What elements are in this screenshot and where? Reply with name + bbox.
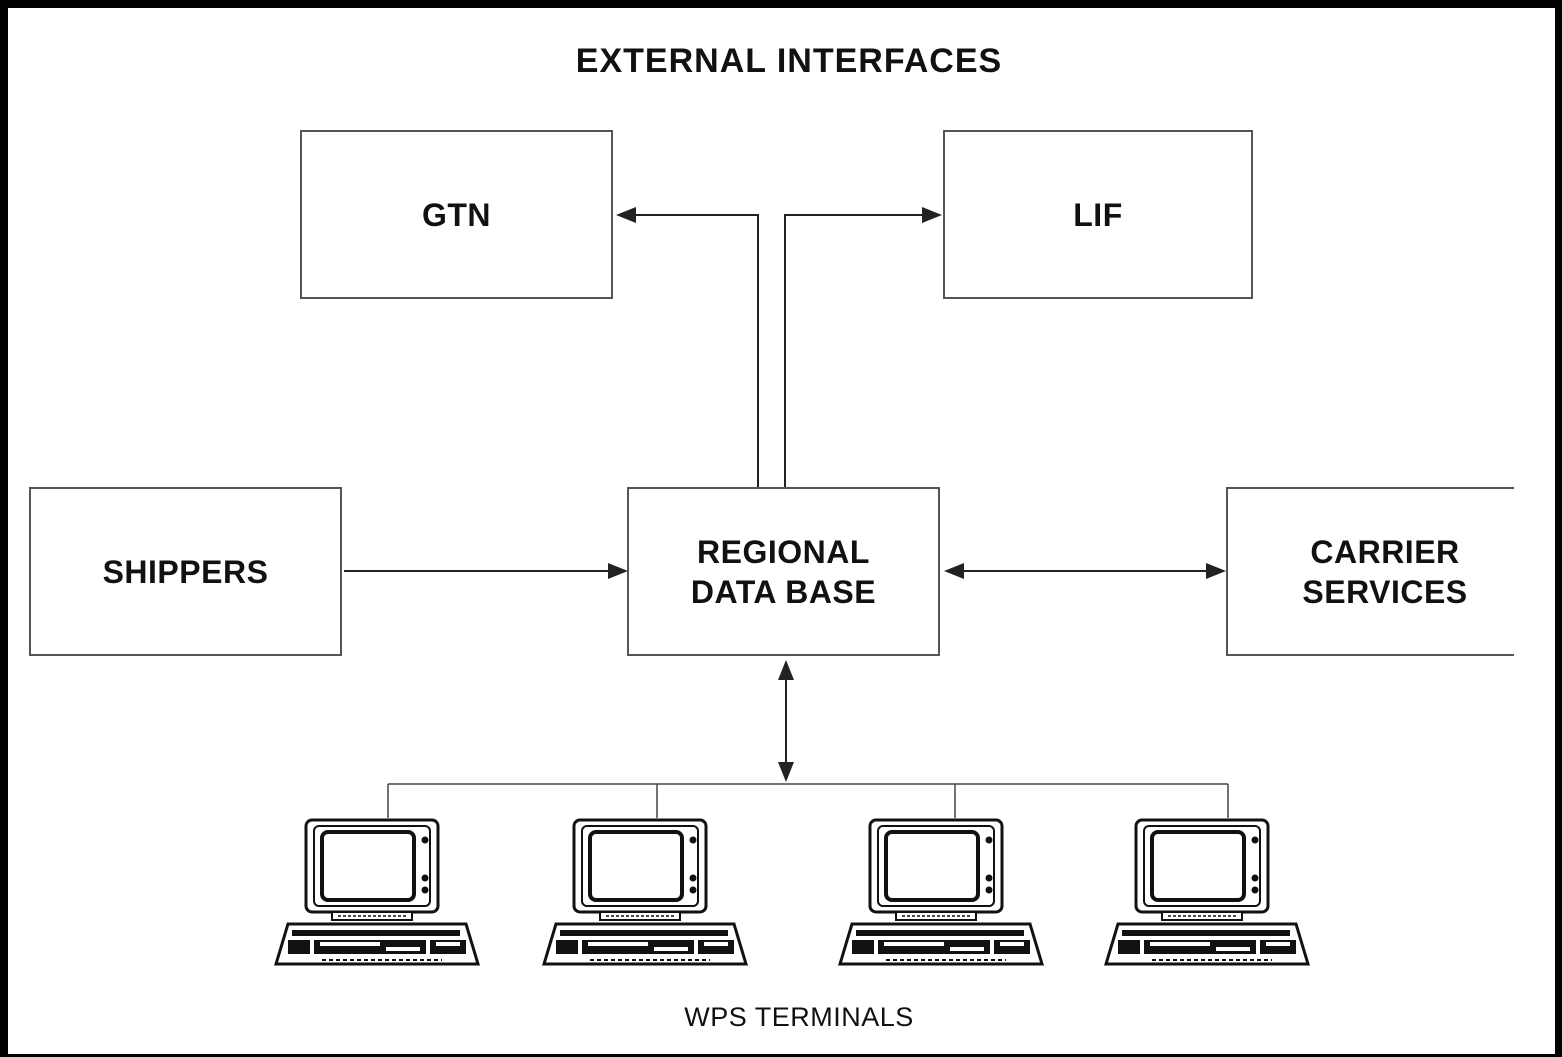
carrier-services-box: CARRIER SERVICES	[1226, 487, 1514, 656]
shippers-label: SHIPPERS	[102, 553, 269, 590]
regional-database-label: REGIONAL DATA BASE	[690, 533, 877, 610]
terminal-1-icon	[274, 818, 480, 966]
wps-terminals-label: WPS TERMINALS	[684, 1002, 914, 1032]
terminal-4-icon	[1104, 818, 1310, 966]
regional-database-box: REGIONAL DATA BASE	[627, 487, 940, 656]
lif-box: LIF	[943, 130, 1253, 299]
terminal-2-icon	[542, 818, 748, 966]
shippers-box: SHIPPERS	[29, 487, 342, 656]
terminal-3-icon	[838, 818, 1044, 966]
gtn-label: GTN	[421, 196, 492, 233]
carrier-services-label: CARRIER SERVICES	[1302, 533, 1468, 610]
gtn-box: GTN	[300, 130, 613, 299]
diagram-title: EXTERNAL INTERFACES	[575, 42, 1003, 80]
lif-label: LIF	[1073, 196, 1123, 233]
